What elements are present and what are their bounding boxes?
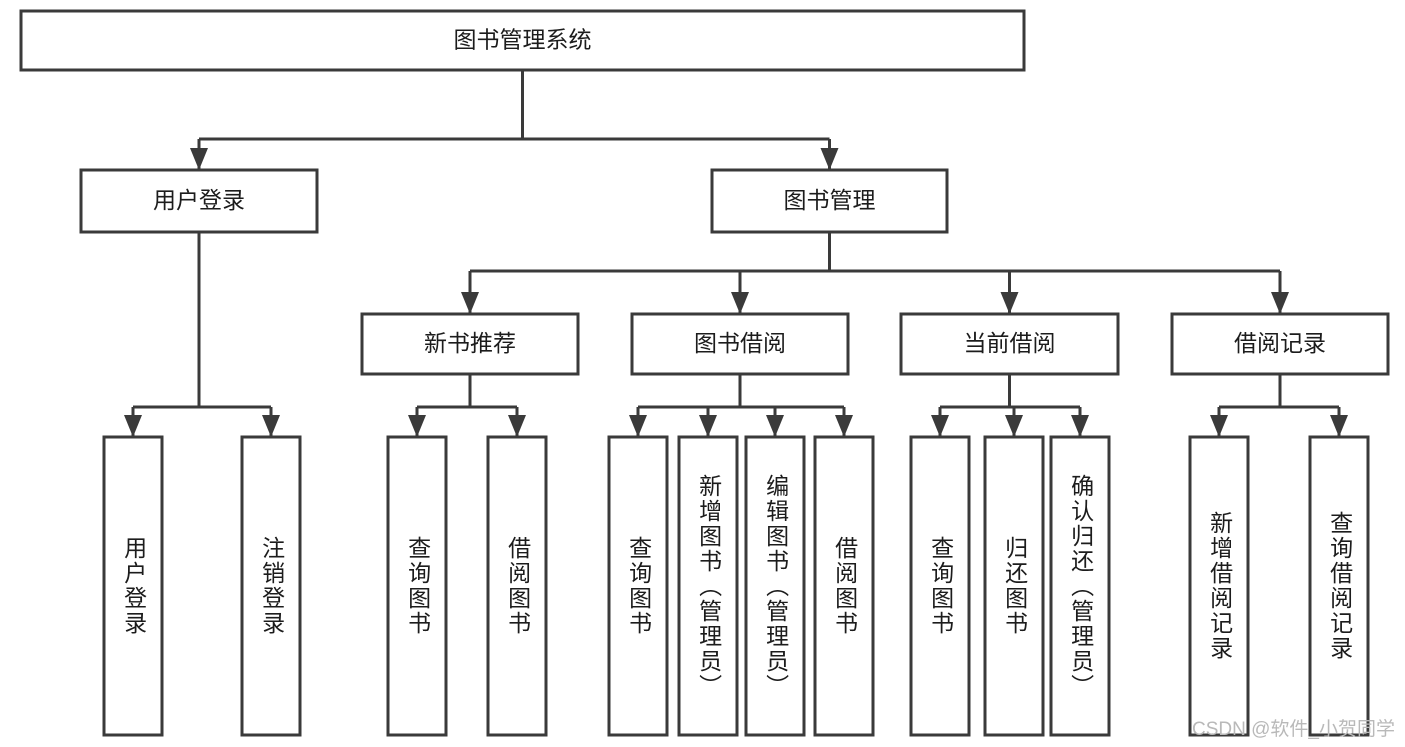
leaf-box-7[interactable] <box>813 435 875 737</box>
leaf-box-0[interactable] <box>102 435 164 737</box>
leaf-box-10[interactable] <box>1049 435 1111 737</box>
node-box-level3-3[interactable] <box>1170 312 1390 376</box>
arrow-head-leaf-2-2 <box>766 415 784 437</box>
node-label-root: 图书管理系统 <box>454 27 592 53</box>
arrow-head-leaf-3-0 <box>931 415 949 437</box>
boxes-layer <box>19 9 1390 737</box>
node-label-level3-2: 当前借阅 <box>964 330 1056 356</box>
leaf-box-3[interactable] <box>486 435 548 737</box>
node-box-level3-0[interactable] <box>360 312 580 376</box>
leaf-box-2[interactable] <box>386 435 448 737</box>
node-box-level2-1[interactable] <box>710 168 949 234</box>
arrow-head-level2-0 <box>190 148 208 170</box>
node-label-level3-0: 新书推荐 <box>424 330 516 356</box>
leaf-box-9[interactable] <box>983 435 1045 737</box>
arrow-head-level3-1 <box>731 292 749 314</box>
node-label-level2-0: 用户登录 <box>153 187 245 213</box>
arrow-head-leaf-1-0 <box>408 415 426 437</box>
leaf-box-12[interactable] <box>1308 435 1370 737</box>
arrow-head-leaf-0-0 <box>124 415 142 437</box>
arrow-head-leaf-2-0 <box>629 415 647 437</box>
arrow-head-leaf-0-1 <box>262 415 280 437</box>
arrow-head-level3-3 <box>1271 292 1289 314</box>
connectors-layer <box>124 70 1348 437</box>
leaf-box-6[interactable] <box>744 435 806 737</box>
leaf-box-11[interactable] <box>1188 435 1250 737</box>
node-label-level3-3: 借阅记录 <box>1234 330 1326 356</box>
leaf-box-4[interactable] <box>607 435 669 737</box>
arrow-head-leaf-3-1 <box>1005 415 1023 437</box>
node-box-level3-1[interactable] <box>630 312 850 376</box>
arrow-head-leaf-3-2 <box>1071 415 1089 437</box>
leaf-box-8[interactable] <box>909 435 971 737</box>
arrow-head-level2-1 <box>820 148 839 170</box>
watermark-text: CSDN @软件_小贺同学 <box>1192 719 1395 740</box>
node-box-root[interactable] <box>19 9 1026 72</box>
arrow-head-leaf-4-0 <box>1210 415 1228 437</box>
node-box-level3-2[interactable] <box>899 312 1120 376</box>
node-label-level3-1: 图书借阅 <box>694 330 786 356</box>
arrow-head-level3-2 <box>1000 292 1019 314</box>
arrow-head-level3-0 <box>461 292 479 314</box>
node-box-level2-0[interactable] <box>79 168 319 234</box>
arrow-head-leaf-1-1 <box>508 415 526 437</box>
arrow-head-leaf-2-3 <box>835 415 853 437</box>
arrow-head-leaf-4-1 <box>1330 415 1348 437</box>
leaf-box-5[interactable] <box>677 435 739 737</box>
leaf-box-1[interactable] <box>240 435 302 737</box>
node-label-level2-1: 图书管理 <box>784 187 876 213</box>
arrow-head-leaf-2-1 <box>699 415 717 437</box>
